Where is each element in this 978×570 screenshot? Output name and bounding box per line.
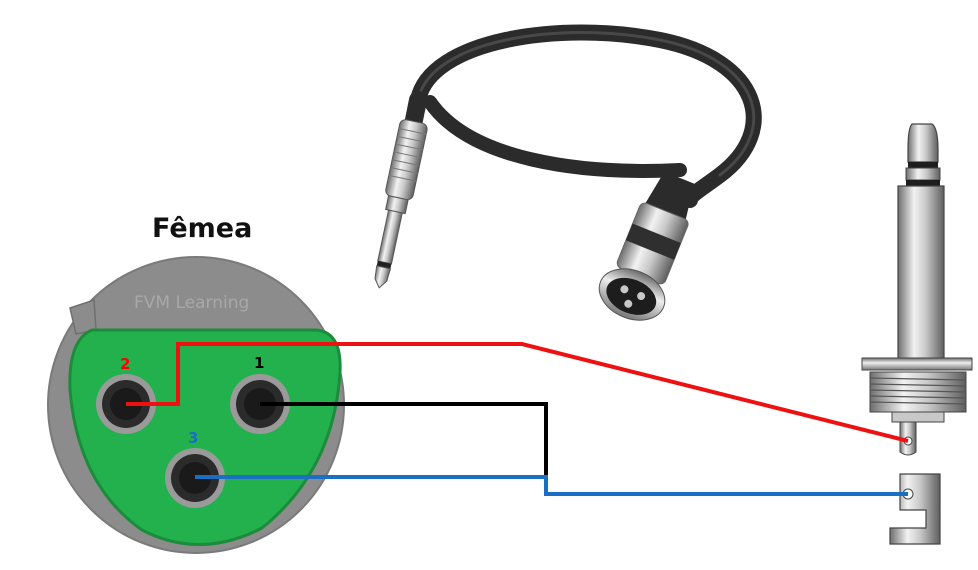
jack-tip <box>907 123 939 163</box>
cable-inner-run <box>423 95 687 178</box>
jack-sleeve <box>897 185 945 363</box>
wire-pin-1-ground <box>260 402 548 476</box>
watermark-text: FVM Learning <box>134 293 249 313</box>
sleeve-terminal <box>889 473 941 545</box>
connector-title: Fêmea <box>152 213 252 244</box>
jack-flange <box>861 357 973 371</box>
pin-label-1: 1 <box>254 354 264 372</box>
wires <box>126 342 909 496</box>
jack-plug-side-view <box>861 123 973 545</box>
jack-plug-photo <box>374 119 428 289</box>
pin-label-3: 3 <box>188 429 198 447</box>
wire-pin-3-to-sleeve <box>195 475 908 496</box>
wire-pin-2-to-tip <box>126 342 909 443</box>
xlr-female-connector: FVM Learning 2 1 3 <box>47 256 345 554</box>
cable-illustration <box>374 24 762 321</box>
pin-label-2: 2 <box>120 355 130 373</box>
xlr-plug-photo <box>598 171 695 321</box>
